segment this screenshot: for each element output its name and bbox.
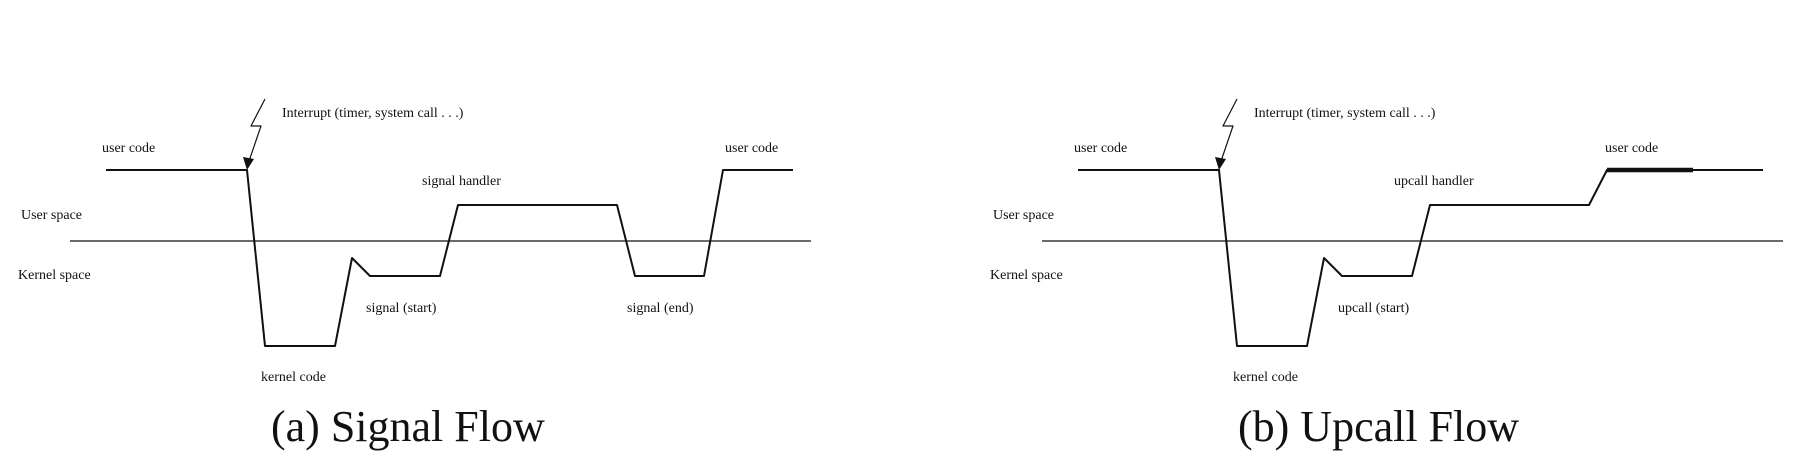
signal-start-label: signal (start) [366,301,437,316]
panel-upcall-flow: Interrupt (timer, system call . . .) use… [990,98,1783,451]
caption-upcall-flow: (b) Upcall Flow [1238,402,1519,451]
user-space-label: User space [993,208,1054,223]
panel-signal-flow: Interrupt (timer, system call . . .) use… [18,98,811,451]
user-code-right-label: user code [725,141,778,156]
interrupt-lightning-icon [1218,98,1238,168]
user-space-label: User space [21,208,82,223]
kernel-code-label: kernel code [261,370,326,385]
user-code-left-label: user code [102,141,155,156]
caption-signal-flow: (a) Signal Flow [271,402,545,451]
interrupt-label: Interrupt (timer, system call . . .) [282,106,464,121]
user-code-right-label: user code [1605,141,1658,156]
kernel-space-label: Kernel space [990,268,1063,283]
upcall-handler-label: upcall handler [1394,174,1474,189]
interrupt-lightning-icon [246,98,266,168]
signal-execution-path [106,169,793,347]
interrupt-arrowhead-icon [1215,157,1226,170]
user-code-left-label: user code [1074,141,1127,156]
interrupt-label: Interrupt (timer, system call . . .) [1254,106,1436,121]
signal-handler-label: signal handler [422,174,501,189]
signal-end-label: signal (end) [627,301,694,316]
upcall-execution-path [1078,169,1763,347]
kernel-code-label: kernel code [1233,370,1298,385]
kernel-space-label: Kernel space [18,268,91,283]
upcall-start-label: upcall (start) [1338,301,1409,316]
interrupt-arrowhead-icon [243,157,254,170]
